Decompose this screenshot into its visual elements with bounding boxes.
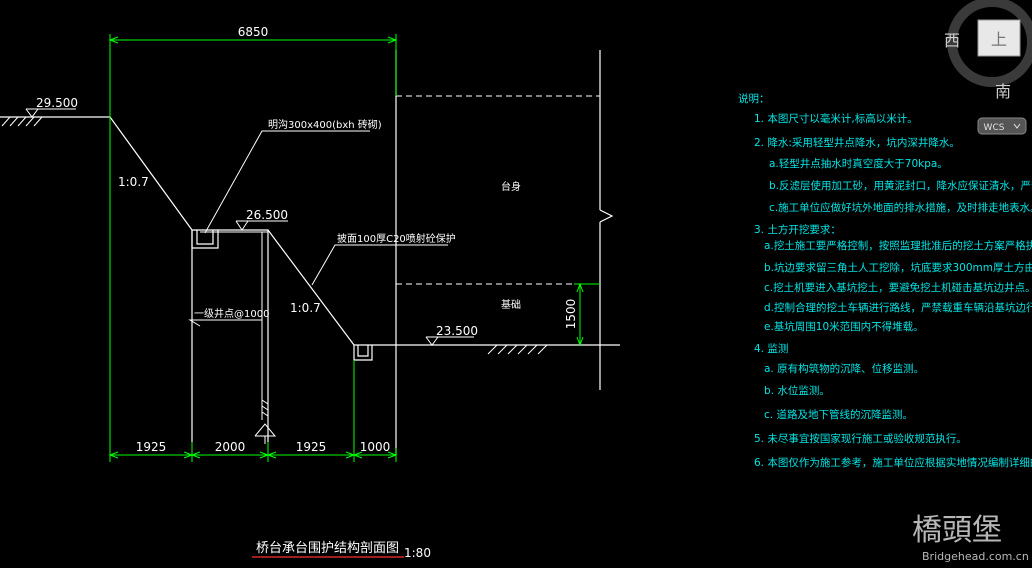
dimension-bottom-4: 1000 [360,440,391,454]
notes-heading: 说明： [738,92,770,105]
note-line: 5. 未尽事宜按国家现行施工或验收规范执行。 [754,432,967,445]
note-line: c. 道路及地下管线的沉降监测。 [764,408,913,421]
wellpoint-label: 一级井点@1000 [194,307,269,320]
abutment-label: 台身 [501,180,521,193]
note-line: c.挖土机要进入基坑挖土，要避免挖土机碰击基坑边井点。 [764,281,1032,294]
viewcube-top-face[interactable] [977,19,1021,57]
viewcube-west-label[interactable]: 西 [944,31,960,50]
note-line: b.坑边要求留三角土人工挖除，坑底要求300mm厚土方由人工 [764,261,1032,274]
elevation-top: 29.500 [36,96,78,110]
note-line: b. 水位监测。 [764,384,830,397]
note-line: a.轻型井点抽水时真空度大于70kpa。 [769,157,948,170]
abutment-outline [396,95,600,285]
excavation-profile [0,50,620,455]
dimension-bottom-1: 1925 [136,440,167,454]
note-line: a. 原有构筑物的沉降、位移监测。 [764,362,924,375]
elevation-mid: 26.500 [246,208,288,222]
dimension-bottom-2: 2000 [215,440,246,454]
note-line: d.控制合理的挖土车辆进行路线，严禁载重车辆沿基坑边行驶碾压 [764,301,1032,314]
dimension-bottom-3: 1925 [296,440,327,454]
note-line: e.基坑周围10米范围内不得堆载。 [764,320,924,333]
watermark: 橋頭堡 Bridgehead.com.cn [912,513,1029,563]
drawing-title: 桥台承台围护结构剖面图 [256,541,399,556]
dimension-top-width: 6850 [238,25,269,39]
notes-block: 说明： 1. 本图尺寸以毫米计,标高以米计。 2. 降水:采用轻型井点降水，坑内… [738,92,1032,469]
note-line: c.施工单位应做好坑外地面的排水措施，及时排走地表水。 [769,201,1032,214]
foundation-label: 基础 [501,298,521,311]
dimension-depth: 1500 [564,299,578,330]
note-line: 6. 本图仅作为施工参考，施工单位应根据实地情况编制详细的施工组 [754,456,1032,469]
note-line: a.挖土施工要严格控制，按照监理批准后的挖土方案严格执行。 [764,239,1032,252]
viewcube[interactable]: 上 西 南 WCS [944,0,1032,135]
elevation-bottom: 23.500 [436,324,478,338]
slope-label-upper: 1:0.7 [118,175,149,189]
wcs-label: WCS [984,123,1005,133]
viewcube-south-label[interactable]: 南 [995,82,1011,101]
note-line: 3. 土方开挖要求： [754,223,841,236]
ditch-label: 明沟300x400(bxh 砖砌) [268,118,382,131]
watermark-logo: 橋頭堡 [912,513,1002,548]
note-line: 4. 监测 [754,342,788,355]
note-line: 2. 降水:采用轻型井点降水，坑内深井降水。 [754,136,960,149]
drawing-scale: 1:80 [404,546,431,560]
viewcube-top-label: 上 [991,30,1007,49]
ground-hatch [1,116,548,355]
slope-label-lower: 1:0.7 [290,301,321,315]
dimension-lines [108,34,600,462]
elevation-markers [25,108,474,346]
note-line: 1. 本图尺寸以毫米计,标高以米计。 [754,112,918,125]
chevron-down-icon[interactable] [1013,123,1021,129]
viewcube-ring[interactable] [947,0,1032,87]
spray-label: 披面100厚C20喷射砼保护 [337,232,456,245]
leader-lines [188,130,448,327]
wellpoint-pipe [200,231,277,444]
watermark-url: Bridgehead.com.cn [922,550,1029,563]
wcs-button[interactable] [977,117,1027,135]
note-line: b.反滤层使用加工砂，用黄泥封口，降水应保证清水，严禁水中 [769,179,1032,192]
